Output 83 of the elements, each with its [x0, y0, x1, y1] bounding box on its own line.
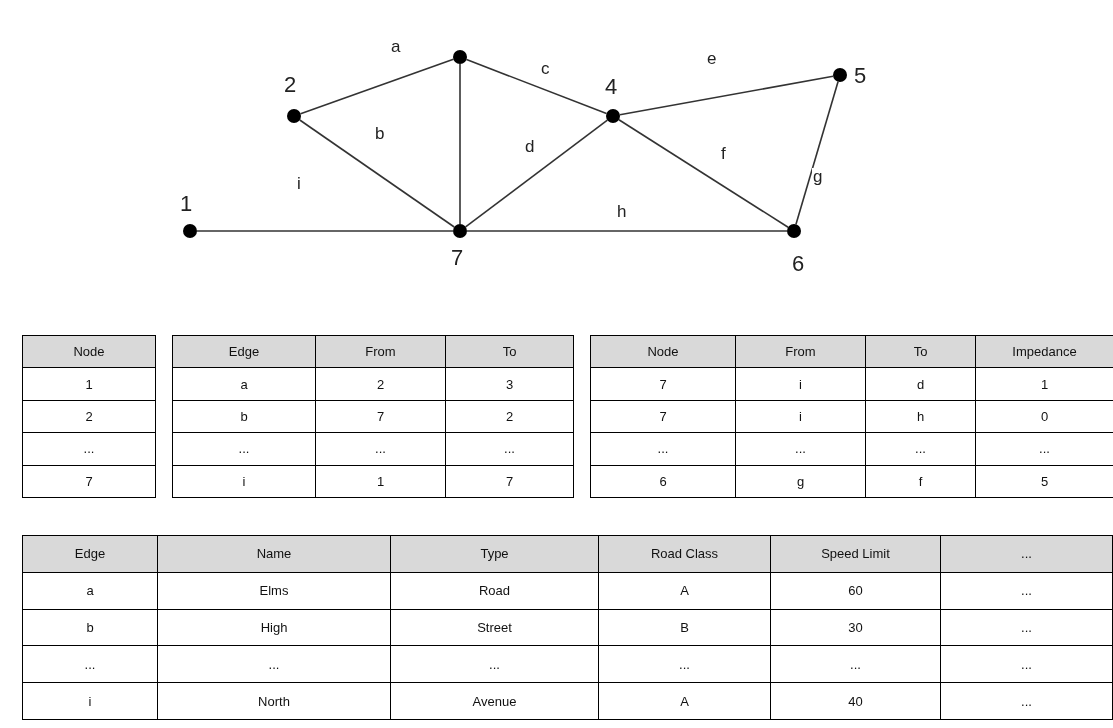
table-value: ...	[865, 432, 976, 466]
table-value: ...	[940, 682, 1113, 720]
table-value: 7	[22, 465, 156, 498]
table-value: 7	[590, 400, 736, 433]
table-value: i	[22, 682, 158, 720]
column-header: Edge	[22, 535, 158, 573]
table-value: ...	[940, 609, 1113, 646]
table-value: b	[172, 400, 316, 433]
table-value: 40	[770, 682, 941, 720]
node-number: 7	[451, 247, 464, 269]
table-value: i	[172, 465, 316, 498]
table-value: 1	[315, 465, 446, 498]
table-value: ...	[735, 432, 866, 466]
table-value: 60	[770, 572, 941, 610]
table-value: d	[865, 367, 976, 401]
node-number: 1	[180, 193, 193, 215]
table-value: a	[22, 572, 158, 610]
column-header: Speed Limit	[770, 535, 941, 573]
edge-line	[459, 63, 461, 225]
edge-line	[464, 119, 609, 228]
table-value: 30	[770, 609, 941, 646]
table-value: Street	[390, 609, 599, 646]
node-number: 2	[284, 74, 297, 96]
node-number: 4	[605, 76, 618, 98]
table-value: ...	[172, 432, 316, 466]
column-header: To	[445, 335, 574, 368]
table-value: High	[157, 609, 391, 646]
edge-line	[299, 58, 455, 115]
column-header: Name	[157, 535, 391, 573]
table-value: ...	[940, 572, 1113, 610]
table-value: North	[157, 682, 391, 720]
table-value: Road	[390, 572, 599, 610]
column-header: To	[865, 335, 976, 368]
table-value: A	[598, 572, 771, 610]
node-number: 5	[854, 65, 867, 87]
node-number: 6	[792, 253, 805, 275]
edge-line	[618, 118, 789, 229]
table-value: ...	[315, 432, 446, 466]
edge-line	[196, 230, 454, 232]
column-header: Type	[390, 535, 599, 573]
table-value: 7	[590, 367, 736, 401]
edge-line	[619, 75, 834, 116]
edge-label: g	[812, 168, 824, 186]
column-header: ...	[940, 535, 1113, 573]
table-value: 1	[22, 367, 156, 401]
edge-line	[465, 58, 608, 115]
column-header: From	[735, 335, 866, 368]
table-value: 2	[22, 400, 156, 433]
table-value: 2	[315, 367, 446, 401]
table-value: ...	[940, 645, 1113, 683]
table-value: A	[598, 682, 771, 720]
table-value: 7	[315, 400, 446, 433]
table-value: b	[22, 609, 158, 646]
table-value: ...	[598, 645, 771, 683]
table-value: f	[865, 465, 976, 498]
column-header: From	[315, 335, 446, 368]
column-header: Road Class	[598, 535, 771, 573]
column-header: Node	[22, 335, 156, 368]
column-header: Edge	[172, 335, 316, 368]
column-header: Node	[590, 335, 736, 368]
table-value: Avenue	[390, 682, 599, 720]
table-value: i	[735, 400, 866, 433]
table-value: ...	[157, 645, 391, 683]
table-value: Elms	[157, 572, 391, 610]
table-value: a	[172, 367, 316, 401]
table-value: ...	[22, 432, 156, 466]
table-value: i	[735, 367, 866, 401]
edge-line	[795, 80, 839, 226]
table-value: B	[598, 609, 771, 646]
table-value: ...	[770, 645, 941, 683]
table-value: 7	[445, 465, 574, 498]
edge-line	[298, 119, 456, 228]
edge-line	[466, 230, 788, 232]
table-value: ...	[22, 645, 158, 683]
table-value: h	[865, 400, 976, 433]
table-value: ...	[390, 645, 599, 683]
table-value: ...	[590, 432, 736, 466]
table-value: g	[735, 465, 866, 498]
table-value: ...	[445, 432, 574, 466]
table-value: 6	[590, 465, 736, 498]
table-value: 2	[445, 400, 574, 433]
table-value: 3	[445, 367, 574, 401]
column-header: Impedance	[975, 335, 1113, 368]
